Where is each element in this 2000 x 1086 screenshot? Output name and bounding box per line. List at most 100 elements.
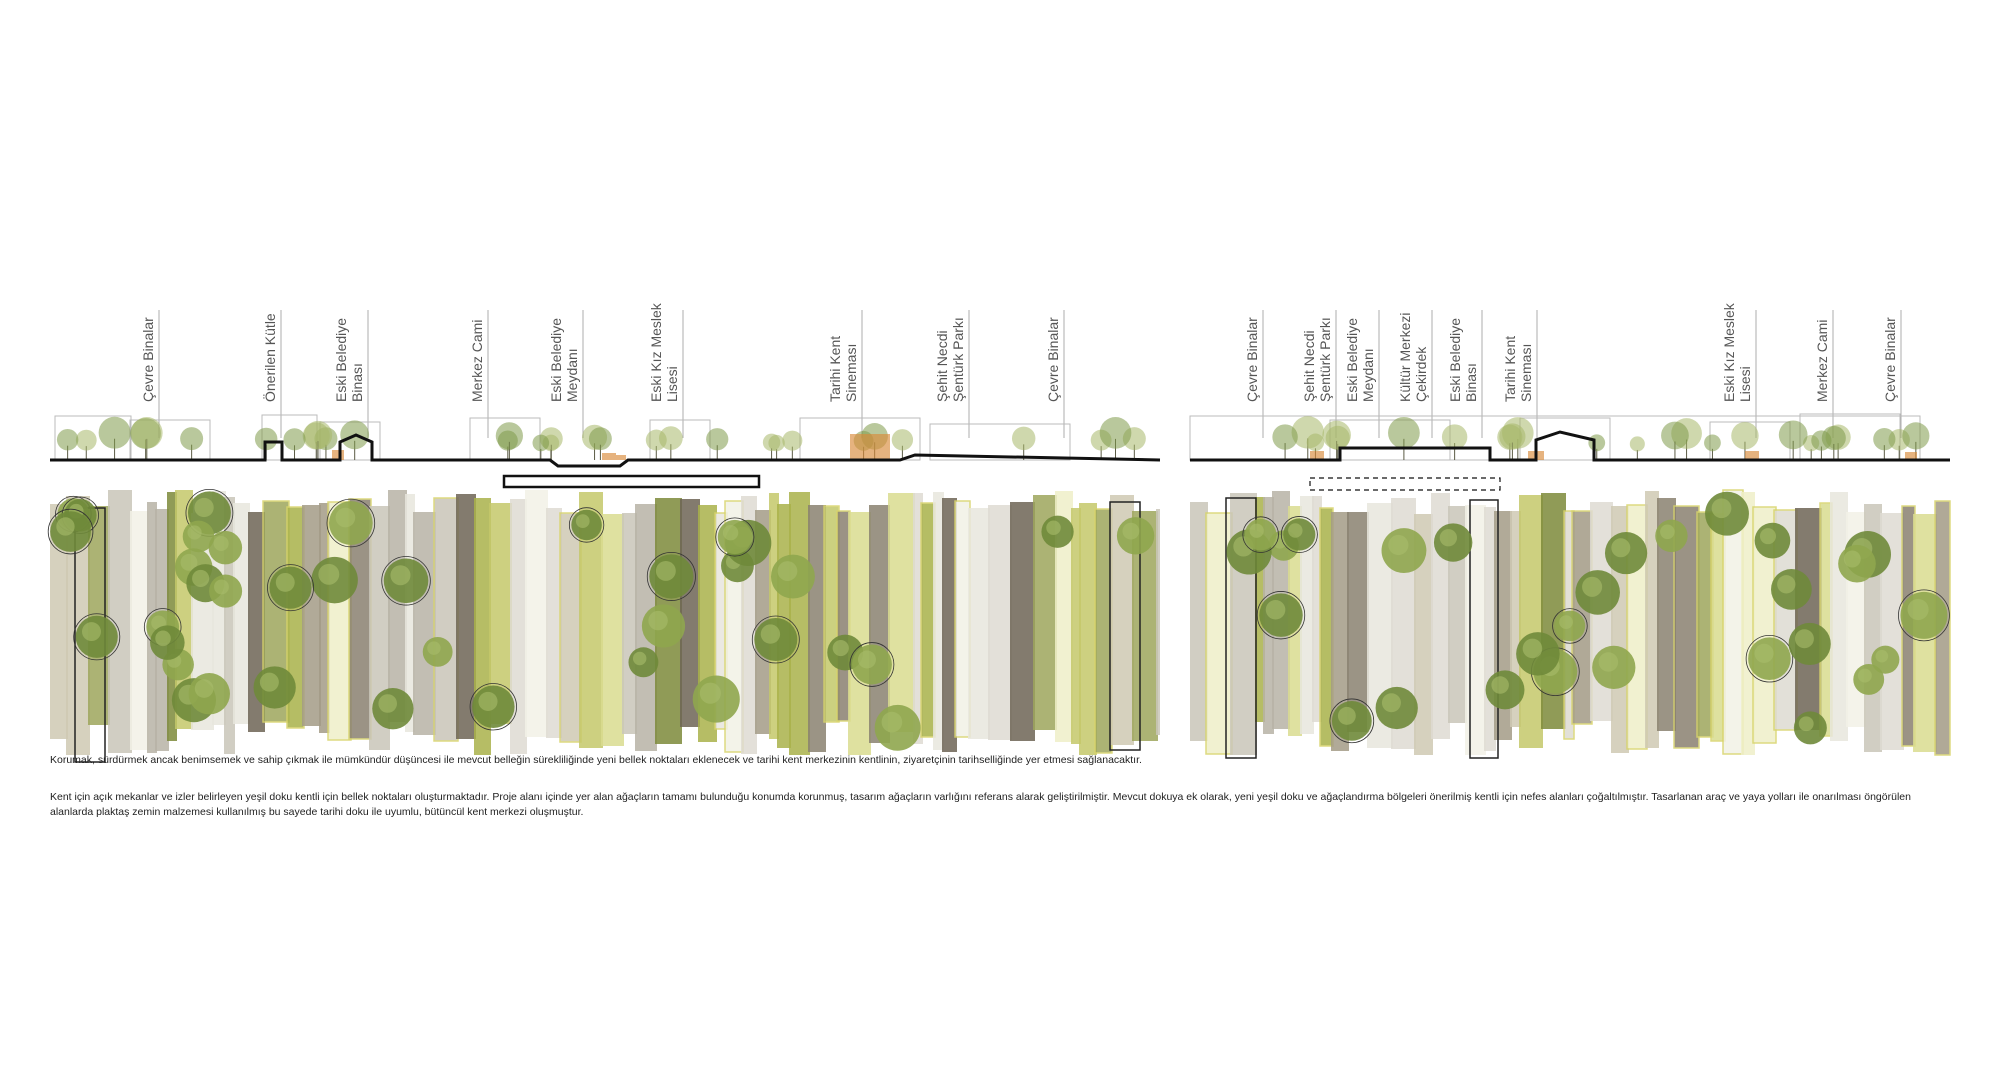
plan-tree-highlight <box>777 561 798 581</box>
section-label: Eski Belediye <box>333 318 349 402</box>
section-label: Önerilen Kütle <box>261 313 278 402</box>
plan-tree-highlight <box>1439 529 1458 547</box>
plan-strip <box>1055 491 1073 742</box>
plan-tree-highlight <box>648 610 668 631</box>
plan-tree-highlight <box>1249 523 1264 538</box>
plan-tree-ring <box>1552 608 1588 644</box>
plan-tree-highlight <box>318 563 340 585</box>
plan-strip <box>1510 511 1521 727</box>
plan-tree-highlight <box>427 641 441 655</box>
plan-tree-highlight <box>1660 524 1675 540</box>
elevation-trees <box>56 416 1146 460</box>
elevation-tree <box>532 434 550 452</box>
plan-tree-ring <box>47 508 94 555</box>
plan-strip <box>968 508 990 739</box>
plan-strip <box>108 490 132 753</box>
plan-strip <box>319 503 330 733</box>
plan-strip <box>369 506 390 750</box>
section-label: Merkez Cami <box>469 320 485 402</box>
plan-tree-highlight <box>1857 668 1872 683</box>
plan-tree-highlight <box>180 553 198 571</box>
plan-tree-highlight <box>275 572 295 592</box>
section-label: Merkez Cami <box>1814 320 1830 402</box>
plan-tree-ring <box>1242 516 1279 553</box>
elevation-tree <box>762 433 781 452</box>
plan-strip <box>1079 503 1097 755</box>
elevation-tree <box>1811 430 1832 451</box>
elevation-tree <box>98 416 131 449</box>
plan-tree-ring <box>1898 589 1950 642</box>
elevation-tree <box>706 428 729 451</box>
plan-strip <box>489 503 512 724</box>
elevation-tree <box>1902 422 1930 450</box>
plan-tree-ring <box>1256 591 1306 640</box>
elevation-tree <box>180 427 204 451</box>
plan-strip <box>1156 509 1160 735</box>
plan-strip <box>1741 492 1755 755</box>
elevation-tree <box>1099 417 1132 449</box>
underground-structure <box>1309 477 1501 491</box>
plan-tree-highlight <box>1754 643 1774 663</box>
plan-strip <box>601 514 624 746</box>
plan-strip <box>1657 498 1676 731</box>
section-label: Eski Belediye <box>1344 318 1360 402</box>
plan-tree-ring <box>469 683 517 731</box>
plan-strip <box>680 499 700 727</box>
plan-strip <box>405 494 415 732</box>
accent-element <box>602 453 616 460</box>
plan-tree-highlight <box>335 507 356 528</box>
plan-tree-highlight <box>575 514 590 528</box>
elevation-tree <box>1588 434 1606 452</box>
elevation-tree <box>75 429 97 451</box>
plan-strip <box>1519 495 1543 748</box>
elevation-tree <box>1499 423 1526 450</box>
plan-tree-highlight <box>1777 575 1796 594</box>
plan-strip <box>130 511 149 750</box>
plan-tree-ring <box>73 613 121 661</box>
plan-tree-ring <box>267 564 314 612</box>
plan-tree-highlight <box>1759 528 1777 545</box>
plan-strip <box>920 502 936 738</box>
section-label: Meydanı <box>564 348 580 402</box>
plan-tree-highlight <box>699 682 721 704</box>
plan-tree-highlight <box>832 639 849 657</box>
elevation-tree <box>1011 426 1036 451</box>
section-label: Binası <box>1463 363 1479 402</box>
section-label: Şentürk Parkı <box>1317 317 1333 402</box>
plan-tree-ring <box>646 551 696 601</box>
plan-tree-highlight <box>881 711 903 733</box>
accent-element <box>332 450 344 460</box>
elevation-tree <box>56 428 79 451</box>
building-outline <box>929 423 1071 461</box>
section-label: Çekirdek <box>1413 346 1429 402</box>
plan-tree-ring <box>715 517 755 557</box>
plan-tree-highlight <box>1337 706 1356 725</box>
plan-tree-highlight <box>1794 629 1814 649</box>
section-label: Eski Kız Meslek <box>648 302 664 402</box>
elevation-tree <box>645 429 667 451</box>
plan-tree-highlight <box>187 525 202 540</box>
plan-strip <box>848 512 871 755</box>
elevation-tree <box>1778 420 1808 450</box>
section-label: Çevre Binalar <box>1882 317 1898 402</box>
plan-strip <box>1300 496 1314 734</box>
plan-tree-ring <box>326 498 376 548</box>
plan-tree-ring <box>849 642 895 687</box>
plan-trees <box>47 489 1155 751</box>
plan-tree-highlight <box>378 694 398 713</box>
elevation-trees <box>1272 416 1930 460</box>
plan-tree-highlight <box>213 535 229 552</box>
plan-strip <box>954 500 971 738</box>
plan-tree-highlight <box>478 691 498 711</box>
plan-tree-highlight <box>1843 550 1861 568</box>
section-label: Şentürk Parkı <box>950 317 966 402</box>
plan-tree-highlight <box>214 579 229 595</box>
plan-tree-ring <box>568 507 605 543</box>
accent-element <box>850 434 890 460</box>
plan-tree-highlight <box>1522 638 1543 659</box>
elevation-tree <box>1661 421 1689 450</box>
